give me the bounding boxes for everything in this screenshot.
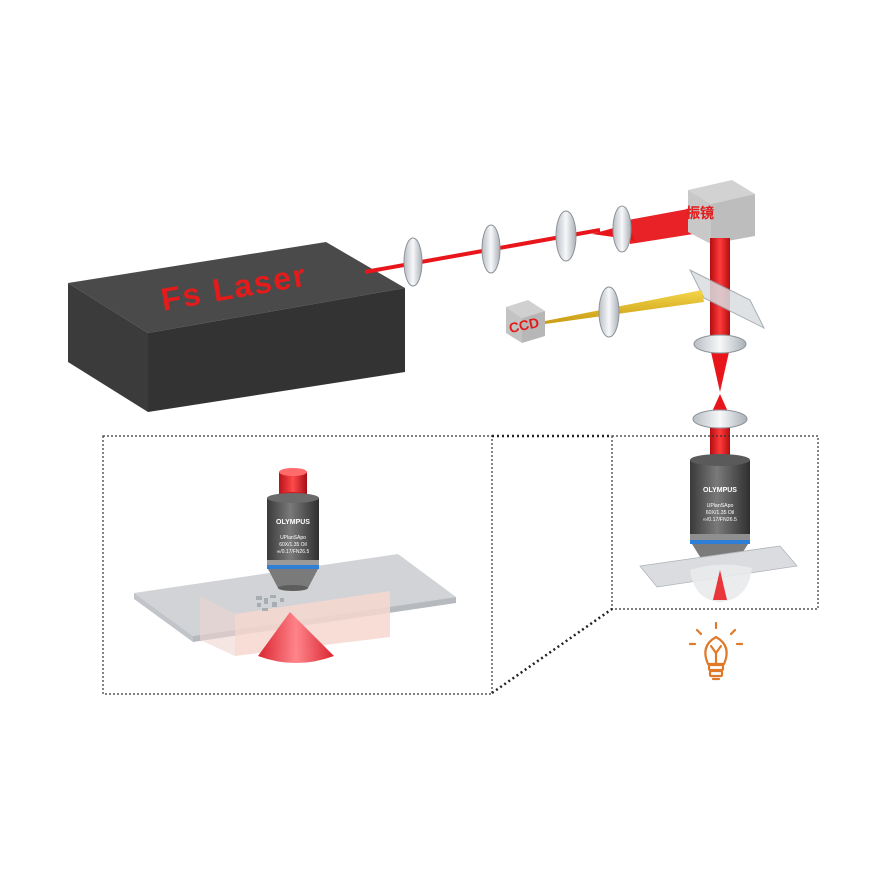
objective-large-brand: OLYMPUS bbox=[276, 519, 310, 526]
beam-wide-segment bbox=[628, 206, 706, 244]
galvo-scanner: 振镜 bbox=[686, 180, 755, 244]
objective-small-spec2: ∞/0.17/FN26.5 bbox=[703, 517, 737, 523]
fs-laser: Fs Laser bbox=[68, 242, 405, 412]
lens-3 bbox=[555, 210, 577, 262]
lens-ccd bbox=[598, 286, 620, 338]
imaging-beam bbox=[545, 290, 704, 324]
objective-small-spec1: 60X/1.35 Oil bbox=[706, 510, 735, 516]
lens-5 bbox=[693, 334, 747, 354]
left-inset-frame bbox=[102, 435, 493, 695]
objective-large-spec2: ∞/0.17/FN26.5 bbox=[277, 549, 310, 555]
laser-cone-large bbox=[258, 612, 334, 663]
focus-spot-small bbox=[713, 570, 727, 600]
laser-front-face bbox=[148, 288, 405, 412]
beam-splitter bbox=[688, 268, 766, 330]
objective-small: OLYMPUS UPlanSApo 60X/1.35 Oil ∞/0.17/FN… bbox=[690, 454, 750, 560]
written-pattern bbox=[256, 595, 284, 611]
sample-slide-small bbox=[639, 545, 798, 602]
lens-1 bbox=[403, 237, 423, 287]
galvo-label: 振镜 bbox=[686, 205, 714, 222]
right-inset-frame bbox=[611, 435, 819, 610]
lens-2 bbox=[481, 224, 501, 274]
laser-top-face bbox=[68, 242, 405, 333]
objective-large-spec1: 60X/1.35 Oil bbox=[279, 542, 307, 548]
lens-6 bbox=[692, 409, 748, 429]
light-bulb-icon bbox=[688, 621, 744, 681]
laser-side-face bbox=[68, 283, 148, 412]
lens-4 bbox=[612, 205, 632, 253]
ccd-path: CCD bbox=[506, 286, 704, 343]
objective-small-model: UPlanSApo bbox=[707, 503, 734, 509]
beam-focus-upper bbox=[711, 352, 729, 392]
objective-large-model: UPlanSApo bbox=[280, 535, 306, 541]
objective-small-brand: OLYMPUS bbox=[703, 487, 737, 494]
zoom-connector-bottom bbox=[491, 607, 613, 695]
ccd-camera: CCD bbox=[506, 300, 545, 343]
sample-slide-large bbox=[134, 554, 456, 663]
ccd-label: CCD bbox=[507, 314, 540, 336]
beam-focus-lower bbox=[711, 394, 729, 414]
objective-large: OLYMPUS UPlanSApo 60X/1.35 Oil ∞/0.17/FN… bbox=[267, 468, 319, 591]
